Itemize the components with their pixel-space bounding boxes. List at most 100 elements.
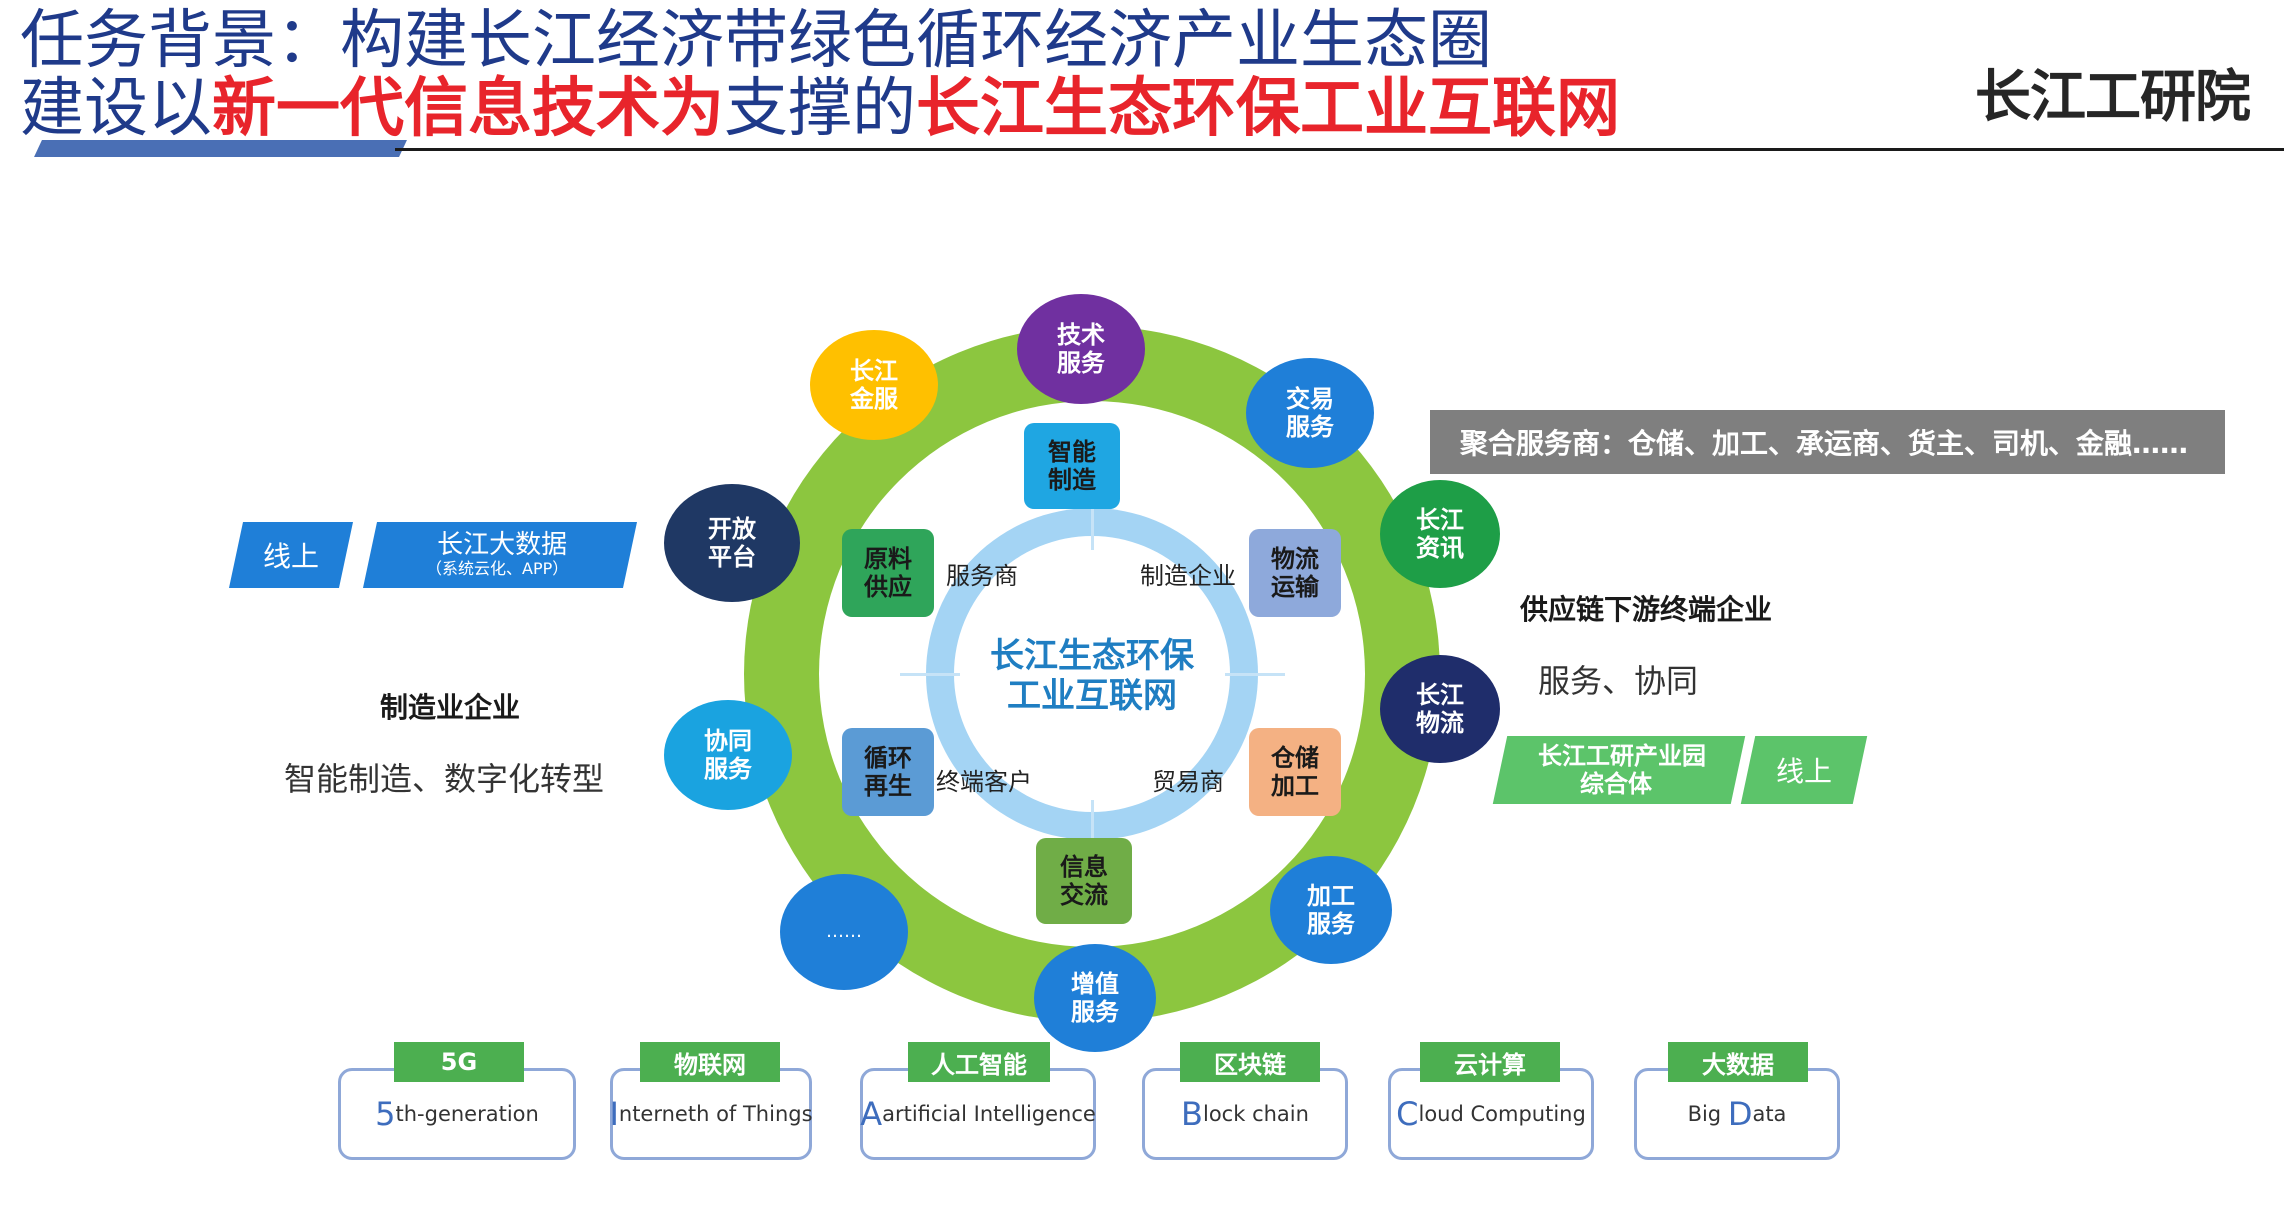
inner-label: 原料 (864, 545, 912, 573)
left-online-label: 线上 (262, 540, 319, 573)
header-divider (395, 148, 2284, 151)
left-bigdata-sub: （系统云化、APP） (425, 559, 569, 578)
title-line-1: 任务背景：构建长江经济带绿色循环经济产业生态圈 (20, 4, 1492, 78)
orbit-label: 物流 (1416, 709, 1464, 737)
tech-initial: C (1396, 1095, 1419, 1133)
right-online-label: 线上 (1775, 755, 1832, 788)
right-park-l2: 综合体 (1580, 770, 1653, 798)
inner-raw-material-supply[interactable]: 原料供应 (842, 529, 934, 617)
orbit-label: 增值 (1071, 970, 1119, 998)
brand-logo: 长江工研院 (1975, 65, 2251, 130)
left-online-banner: 线上 (228, 522, 354, 588)
right-park-banner: 长江工研产业园 综合体 (1492, 736, 1746, 804)
inner-info-exchange[interactable]: 信息交流 (1036, 838, 1132, 924)
orbit-label: 长江 (850, 357, 898, 385)
role-service-provider: 服务商 (946, 562, 1018, 590)
orbit-open-platform[interactable]: 开放平台 (664, 484, 800, 602)
orbit-label: 金服 (850, 385, 898, 413)
cross-line-bottom (1091, 800, 1094, 860)
tech-label-bigdata: 大数据 (1668, 1042, 1808, 1082)
tech-desc: artificial Intelligence (882, 1102, 1096, 1126)
orbit-label: 交易 (1286, 385, 1334, 413)
orbit-label: 加工 (1307, 882, 1355, 910)
orbit-processing-service[interactable]: 加工服务 (1270, 856, 1392, 964)
inner-label: 加工 (1271, 772, 1319, 800)
orbit-label: …… (826, 921, 862, 942)
orbit-label: 服务 (1071, 998, 1119, 1026)
title-line-2: 建设以新一代信息技术为支撑的长江生态环保工业互联网 (20, 76, 1620, 142)
orbit-value-added-service[interactable]: 增值服务 (1034, 944, 1156, 1052)
inner-label: 信息 (1060, 853, 1108, 881)
right-subtitle: 服务、协同 (1538, 662, 1699, 700)
role-manufacturer: 制造企业 (1140, 562, 1236, 590)
orbit-label: 服务 (704, 755, 752, 783)
orbit-label: 技术 (1057, 321, 1105, 349)
orbit-label: 服务 (1286, 413, 1334, 441)
right-park-l1: 长江工研产业园 (1537, 742, 1706, 770)
tech-label-cloud: 云计算 (1420, 1042, 1560, 1082)
title-underline-accent (34, 140, 407, 157)
title-seg-d: 长江生态环保工业互联网 (916, 72, 1620, 146)
tech-initial: I (609, 1095, 619, 1133)
tech-label-ai: 人工智能 (908, 1042, 1050, 1082)
orbit-collab-service[interactable]: 协同服务 (664, 700, 792, 810)
tech-label-blockchain: 区块链 (1180, 1042, 1320, 1082)
tech-initial: A (860, 1095, 883, 1133)
inner-label: 制造 (1048, 466, 1096, 494)
inner-smart-manufacturing[interactable]: 智能制造 (1024, 423, 1120, 509)
right-title: 供应链下游终端企业 (1520, 593, 1773, 626)
orbit-label: 长江 (1416, 681, 1464, 709)
orbit-label: 服务 (1307, 910, 1355, 938)
inner-label: 智能 (1048, 438, 1096, 466)
tech-label-5g: 5G (394, 1042, 524, 1082)
left-bigdata-label: 长江大数据 (437, 530, 568, 560)
cross-line-top (1091, 500, 1094, 550)
orbit-label: 开放 (708, 515, 756, 543)
inner-logistics-transport[interactable]: 物流运输 (1249, 529, 1341, 617)
tech-initial: B (1181, 1095, 1203, 1133)
title-seg-c: 支撑的 (724, 72, 916, 146)
orbit-finance[interactable]: 长江金服 (810, 330, 938, 440)
aggregator-banner: 聚合服务商：仓储、加工、承运商、货主、司机、金融…… (1430, 410, 2225, 474)
inner-label: 再生 (864, 772, 912, 800)
tech-desc: th-generation (395, 1102, 539, 1126)
tech-label-iot: 物联网 (640, 1042, 780, 1082)
left-subtitle: 智能制造、数字化转型 (284, 760, 605, 798)
orbit-news[interactable]: 长江资讯 (1380, 480, 1500, 588)
cross-line-left (900, 673, 960, 676)
core-title-line-2: 工业互联网 (1007, 676, 1177, 716)
orbit-logistics[interactable]: 长江物流 (1380, 655, 1500, 763)
inner-label: 物流 (1271, 545, 1319, 573)
orbit-label: 资讯 (1416, 534, 1464, 562)
inner-label: 运输 (1271, 573, 1319, 601)
inner-label: 供应 (864, 573, 912, 601)
tech-desc: ata (1752, 1102, 1787, 1126)
orbit-tech-service[interactable]: 技术服务 (1017, 294, 1145, 404)
tech-initial: 5 (375, 1095, 396, 1133)
orbit-label: 服务 (1057, 349, 1105, 377)
core-title: 长江生态环保 工业互联网 (954, 636, 1230, 716)
ring-core (954, 536, 1230, 812)
left-title: 制造业企业 (380, 691, 521, 724)
inner-storage-processing[interactable]: 仓储加工 (1249, 728, 1341, 816)
title-seg-b: 新一代信息技术为 (212, 72, 724, 146)
tech-desc: nterneth of Things (618, 1102, 813, 1126)
core-title-line-1: 长江生态环保 (990, 636, 1194, 676)
orbit-label: 长江 (1416, 506, 1464, 534)
orbit-more[interactable]: …… (780, 874, 908, 990)
inner-label: 交流 (1060, 881, 1108, 909)
orbit-trade-service[interactable]: 交易服务 (1246, 358, 1374, 468)
right-online-banner: 线上 (1740, 736, 1868, 804)
inner-label: 仓储 (1271, 744, 1319, 772)
title-seg-a: 建设以 (20, 72, 212, 146)
inner-recycling[interactable]: 循环再生 (842, 728, 934, 816)
tech-desc: loud Computing (1418, 1102, 1586, 1126)
role-trader: 贸易商 (1152, 768, 1224, 796)
tech-initial: D (1727, 1095, 1753, 1133)
inner-label: 循环 (864, 744, 912, 772)
tech-desc-pre: Big (1687, 1102, 1728, 1126)
cross-line-right (1225, 673, 1285, 676)
